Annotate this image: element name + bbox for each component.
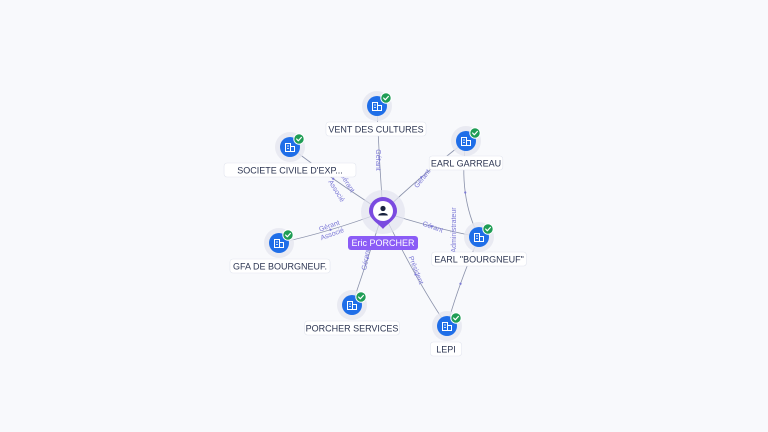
edge-label: Administrateur xyxy=(451,207,458,253)
check-icon xyxy=(282,229,294,241)
company-label-bg xyxy=(428,155,504,171)
edge-arrow-marker xyxy=(329,228,332,231)
center-person-node[interactable]: Eric PORCHER xyxy=(348,190,418,250)
company-label-bg xyxy=(430,341,462,357)
edge-arrow-marker xyxy=(464,191,467,194)
company-label-bg xyxy=(431,251,527,267)
check-icon xyxy=(355,291,367,303)
company-label: EARL GARREAU xyxy=(431,159,501,169)
edge-arrow-marker xyxy=(378,158,381,161)
building-icon xyxy=(285,143,295,152)
company-label: VENT DES CULTURES xyxy=(328,125,423,135)
center-label: Eric PORCHER xyxy=(351,238,415,248)
edge-arrow-marker xyxy=(332,177,335,180)
company-label-bg xyxy=(223,162,357,178)
building-icon xyxy=(474,233,484,242)
building-icon xyxy=(461,137,471,146)
edge-arrow-marker xyxy=(430,225,433,228)
company-node[interactable]: EARL "BOURGNEUF" xyxy=(431,222,527,267)
company-node[interactable]: SOCIETE CIVILE D'EXP... xyxy=(223,132,357,178)
company-label: SOCIETE CIVILE D'EXP... xyxy=(237,166,343,176)
edge-label: Gérant xyxy=(361,249,372,271)
building-icon xyxy=(274,239,284,248)
company-label: EARL "BOURGNEUF" xyxy=(434,255,524,265)
company-label: GFA DE BOURGNEUF. xyxy=(233,262,327,272)
company-node[interactable]: VENT DES CULTURES xyxy=(325,91,427,137)
nodes-layer: VENT DES CULTURES EARL GARREAU SOCIETE CIV… xyxy=(223,91,527,357)
person-icon xyxy=(378,205,388,216)
edge-arrow-marker xyxy=(420,176,423,179)
company-label-bg xyxy=(304,320,400,336)
building-icon xyxy=(372,102,382,111)
edge-label: Gérant xyxy=(413,168,432,189)
company-node[interactable]: PORCHER SERVICES xyxy=(304,290,400,336)
company-label-bg xyxy=(229,258,331,274)
check-icon xyxy=(450,312,462,324)
company-node[interactable]: GFA DE BOURGNEUF. xyxy=(229,228,331,274)
company-label: PORCHER SERVICES xyxy=(306,324,399,334)
edge-label: Gérant xyxy=(421,221,444,235)
company-node[interactable]: LEPI xyxy=(430,311,462,357)
check-icon xyxy=(469,127,481,139)
center-label-badge xyxy=(348,236,418,250)
check-icon xyxy=(380,92,392,104)
check-icon xyxy=(482,223,494,235)
building-icon xyxy=(442,322,452,331)
edge-arrow-marker xyxy=(414,273,417,276)
company-node[interactable]: EARL GARREAU xyxy=(428,126,504,171)
edge-arrow-marker xyxy=(366,257,369,260)
edge-label: Gérant xyxy=(374,149,381,170)
edge-arrow-marker xyxy=(459,282,462,285)
building-icon xyxy=(347,301,357,310)
edge-label: Président xyxy=(407,255,425,285)
company-label: LEPI xyxy=(436,345,456,355)
company-label-bg xyxy=(325,121,427,137)
check-icon xyxy=(293,133,305,145)
